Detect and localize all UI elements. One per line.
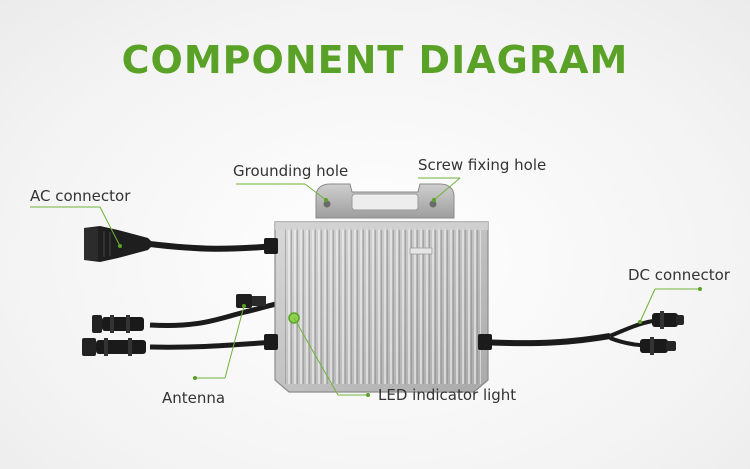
screw-fixing-hole: [429, 200, 437, 208]
label-screw-fixing-hole: Screw fixing hole: [418, 156, 547, 174]
label-led-indicator-light: LED indicator light: [378, 386, 517, 404]
label-grounding-hole: Grounding hole: [233, 162, 349, 180]
left-dc-connectors: [82, 315, 146, 356]
diagram-title: COMPONENT DIAGRAM: [121, 38, 629, 82]
right-dc-connectors: [640, 311, 684, 355]
cables: [149, 241, 661, 350]
label-antenna: Antenna: [162, 389, 226, 407]
label-ac-connector: AC connector: [30, 187, 131, 205]
mounting-bracket: [315, 183, 455, 219]
inverter-body: [264, 221, 492, 393]
grounding-hole: [323, 200, 331, 208]
leader-lines: [30, 177, 702, 397]
antenna: [236, 294, 266, 308]
label-dc-connector: DC connector: [628, 266, 730, 284]
